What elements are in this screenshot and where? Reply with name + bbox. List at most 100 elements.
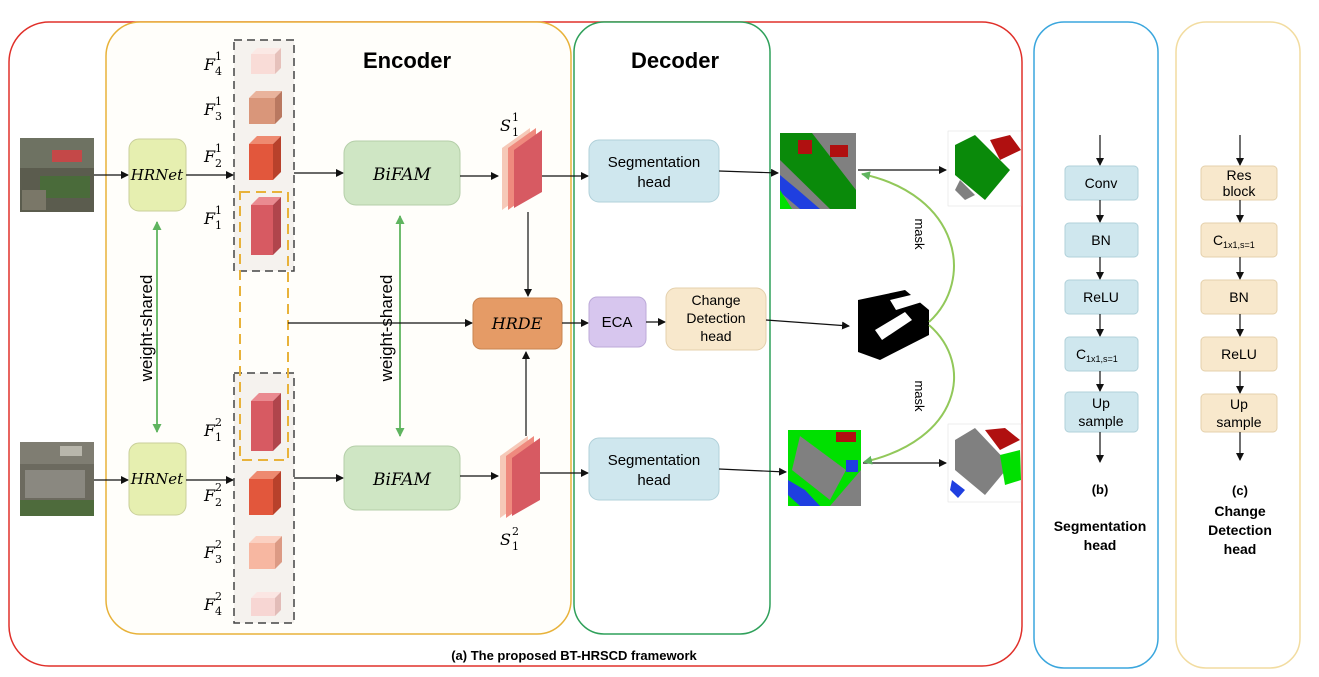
cube-f1-t1 <box>251 197 281 255</box>
label-f3-t1: F 1 3 <box>203 95 222 123</box>
svg-text:2: 2 <box>215 590 222 603</box>
svg-text:Res: Res <box>1227 167 1252 183</box>
svg-text:1: 1 <box>215 142 222 155</box>
svg-text:Change: Change <box>1214 503 1266 519</box>
mask-arrow-lower <box>863 324 955 465</box>
binary-change-map <box>851 288 929 363</box>
seg-conv1x1-layer: C 1x1,s=1 <box>1064 336 1139 372</box>
svg-text:1: 1 <box>215 204 222 217</box>
seg-conv-layer: Conv <box>1064 165 1139 201</box>
label-s1-t2: S 2 1 <box>500 525 519 553</box>
svg-text:BiFAM: BiFAM <box>372 470 432 490</box>
cube-f4-t2 <box>251 592 281 616</box>
input-image-t1 <box>20 138 94 212</box>
svg-text:2: 2 <box>215 481 222 494</box>
svg-text:1: 1 <box>512 111 519 124</box>
svg-text:Detection: Detection <box>1208 522 1272 538</box>
svg-text:F: F <box>203 147 216 166</box>
svg-text:BN: BN <box>1229 289 1248 305</box>
decoder-title: Decoder <box>631 48 719 73</box>
svg-text:F: F <box>203 595 216 614</box>
svg-text:4: 4 <box>215 65 222 78</box>
svg-text:head: head <box>637 174 670 191</box>
svg-text:1: 1 <box>215 431 222 444</box>
svg-text:Segmentation: Segmentation <box>1054 518 1147 534</box>
svg-text:Conv: Conv <box>1085 175 1118 191</box>
arrow-seghead-t2-map <box>718 467 787 476</box>
weight-shared-label-hrnet: weight-shared <box>137 275 156 383</box>
svg-text:Up: Up <box>1092 395 1110 411</box>
svg-text:BiFAM: BiFAM <box>372 165 432 185</box>
svg-text:3: 3 <box>215 110 222 123</box>
svg-text:1: 1 <box>215 50 222 63</box>
svg-text:F: F <box>203 421 216 440</box>
svg-text:F: F <box>203 100 216 119</box>
cube-f3-t2 <box>249 536 282 569</box>
mask-label-lower: mask <box>912 380 927 412</box>
arrow-cdhead-map <box>765 319 850 330</box>
svg-text:ReLU: ReLU <box>1221 346 1257 362</box>
cd-bn-layer: BN <box>1200 279 1278 315</box>
bifam-block-t2: BiFAM <box>343 445 461 511</box>
caption-a: (a) The proposed BT-HRSCD framework <box>451 648 697 663</box>
svg-text:(c): (c) <box>1232 483 1248 498</box>
seg-upsample-layer: Up sample <box>1064 391 1139 433</box>
svg-text:HRNet: HRNet <box>130 470 184 488</box>
svg-text:C: C <box>1213 232 1223 248</box>
svg-text:F: F <box>203 209 216 228</box>
label-f4-t1: F 1 4 <box>203 50 222 78</box>
svg-text:2: 2 <box>215 157 222 170</box>
svg-text:Change: Change <box>691 292 740 308</box>
weight-shared-label-bifam: weight-shared <box>377 275 396 383</box>
svg-text:1: 1 <box>512 126 519 139</box>
eca-block: ECA <box>588 296 647 348</box>
svg-text:F: F <box>203 486 216 505</box>
cube-f1-t2 <box>251 393 281 451</box>
cd-relu-layer: ReLU <box>1200 336 1278 372</box>
svg-text:S: S <box>500 530 511 549</box>
hrnet-block-t2: HRNet <box>128 442 187 516</box>
input-image-t2 <box>20 442 94 516</box>
svg-text:head: head <box>1084 537 1117 553</box>
label-f3-t2: F 2 3 <box>203 538 222 566</box>
semantic-map-t1 <box>780 133 856 209</box>
svg-text:F: F <box>203 543 216 562</box>
svg-text:C: C <box>1076 346 1086 362</box>
svg-text:ECA: ECA <box>602 314 633 331</box>
segmentation-head-t1: Segmentation head <box>588 139 720 203</box>
seg-bn-layer: BN <box>1064 222 1139 258</box>
label-f1-t2: F 2 1 <box>203 416 222 444</box>
svg-text:1: 1 <box>215 219 222 232</box>
cube-f4-t1 <box>251 48 281 74</box>
cd-upsample-layer: Up sample <box>1200 393 1278 433</box>
svg-text:sample: sample <box>1216 414 1261 430</box>
change-detection-head: Change Detection head <box>665 287 767 351</box>
mask-label-upper: mask <box>912 218 927 250</box>
svg-text:block: block <box>1223 183 1257 199</box>
s1-feature-t1 <box>502 128 542 210</box>
svg-text:S: S <box>500 116 511 135</box>
svg-text:Detection: Detection <box>686 310 745 326</box>
svg-text:1: 1 <box>215 95 222 108</box>
masked-semantic-map-t1 <box>947 130 1022 207</box>
cube-f2-t1 <box>249 136 281 180</box>
caption-b: (b) Segmentation head <box>1054 482 1147 553</box>
svg-text:1: 1 <box>512 540 519 553</box>
cube-f2-t2 <box>249 471 281 515</box>
caption-c: (c) Change Detection head <box>1208 483 1272 557</box>
svg-text:HRNet: HRNet <box>130 166 184 184</box>
cd-resblock-layer: Res block <box>1200 165 1278 201</box>
svg-text:1x1,s=1: 1x1,s=1 <box>1223 240 1255 250</box>
label-f1-t1: F 1 1 <box>203 204 222 232</box>
svg-text:2: 2 <box>215 496 222 509</box>
s1-feature-t2 <box>500 436 540 518</box>
masked-semantic-map-t2 <box>947 423 1022 503</box>
svg-text:Segmentation: Segmentation <box>608 452 701 469</box>
svg-text:4: 4 <box>215 605 222 618</box>
cube-f3-t1 <box>249 91 282 124</box>
semantic-map-t2 <box>788 430 861 506</box>
encoder-title: Encoder <box>363 48 451 73</box>
svg-text:sample: sample <box>1078 413 1123 429</box>
segmentation-head-t2: Segmentation head <box>588 437 720 501</box>
